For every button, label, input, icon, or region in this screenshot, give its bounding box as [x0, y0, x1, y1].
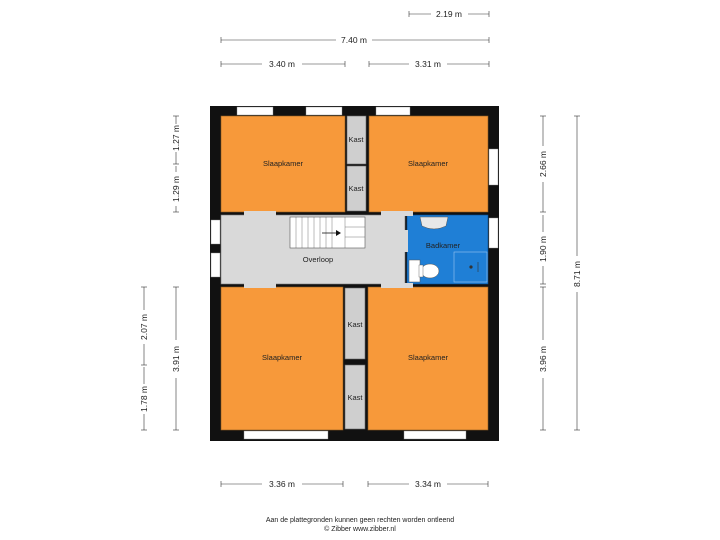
- footer-credit: © Zibber www.zibber.nl: [324, 526, 396, 533]
- bedroom-top-right: [368, 115, 489, 213]
- label-badkamer: Badkamer: [426, 241, 461, 250]
- closet-2: [346, 165, 367, 212]
- dim-top-small: 2.19 m: [436, 9, 462, 19]
- bedroom-bottom-right: [367, 286, 489, 431]
- footer: Aan de plattegronden kunnen geen rechten…: [0, 516, 720, 534]
- dim-bottom-left: 3.36 m: [269, 479, 295, 489]
- dim-left-lower-inner: 3.91 m: [171, 346, 181, 372]
- dim-bottom-right: 3.34 m: [415, 479, 441, 489]
- dim-left-lower-outer-1: 2.07 m: [139, 314, 149, 340]
- dim-right-3: 3.96 m: [538, 346, 548, 372]
- dim-top-right: 3.31 m: [415, 59, 441, 69]
- closet-3: [344, 287, 366, 360]
- label-kast-1: Kast: [348, 135, 364, 144]
- dim-right-total: 8.71 m: [572, 261, 582, 287]
- horizontal-dimension-lines: [220, 11, 490, 487]
- bedroom-bottom-left: [220, 286, 344, 431]
- dim-left-lower-outer-2: 1.78 m: [139, 386, 149, 412]
- label-kast-2: Kast: [348, 184, 364, 193]
- closet-4: [344, 364, 366, 430]
- label-slaapkamer-br: Slaapkamer: [408, 353, 449, 362]
- bathroom-fixtures: [408, 216, 488, 283]
- label-kast-4: Kast: [347, 393, 363, 402]
- label-slaapkamer-tr: Slaapkamer: [408, 159, 449, 168]
- dim-right-1: 2.66 m: [538, 151, 548, 177]
- stairs: [289, 216, 366, 249]
- footer-disclaimer: Aan de plattegronden kunnen geen rechten…: [265, 517, 455, 524]
- label-overloop: Overloop: [303, 255, 333, 264]
- dim-left-upper-1: 1.27 m: [171, 125, 181, 151]
- label-slaapkamer-bl: Slaapkamer: [262, 353, 303, 362]
- dim-top-total: 7.40 m: [341, 35, 367, 45]
- dim-right-2: 1.90 m: [538, 236, 548, 262]
- vertical-dimension-lines: [141, 115, 580, 431]
- label-kast-3: Kast: [347, 320, 363, 329]
- dim-top-left: 3.40 m: [269, 59, 295, 69]
- door-openings: [244, 211, 413, 288]
- closet-1: [346, 115, 367, 165]
- label-slaapkamer-tl: Slaapkamer: [263, 159, 304, 168]
- bedroom-top-left: [220, 115, 346, 213]
- windows: [210, 106, 499, 440]
- dim-left-upper-2: 1.29 m: [171, 176, 181, 202]
